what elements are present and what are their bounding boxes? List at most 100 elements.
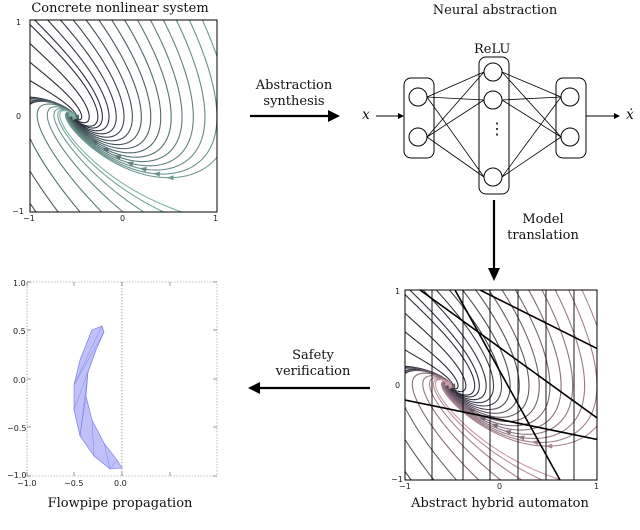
verification-label-line1: Safety — [292, 348, 334, 363]
network-edge — [501, 99, 562, 138]
flowpipe-ytick-1: 1.0 — [13, 279, 26, 288]
network-edge — [426, 99, 485, 138]
concrete-arrowhead — [73, 121, 81, 129]
synthesis-label-line2: synthesis — [263, 94, 325, 109]
output-xdot-label: ẋ — [626, 107, 634, 123]
partition-line — [405, 399, 597, 441]
synthesis-label-line1: Abstraction — [255, 78, 333, 93]
automaton-arrowhead — [503, 430, 512, 435]
flowpipe-hatch — [79, 371, 89, 437]
concrete-streamline — [30, 202, 37, 212]
neuron-node — [408, 87, 428, 107]
flowpipe-hatch — [103, 442, 111, 470]
partition-line — [479, 290, 597, 350]
verification-label-line2: verification — [275, 364, 351, 379]
flowpipe-ytick-2: 0.5 — [13, 327, 26, 336]
flowpipe-hatch — [79, 395, 87, 437]
flowpipe-ytick-4: −0.5 — [7, 424, 27, 433]
concrete-arrowhead — [81, 130, 89, 138]
flowpipe-ytick-5: −1.0 — [7, 471, 27, 480]
network-edge — [426, 96, 485, 101]
concrete-arrowhead — [102, 147, 110, 153]
concrete-xtick-mid: 0 — [120, 214, 126, 223]
network-edge — [426, 71, 485, 138]
neuron-node — [560, 127, 580, 147]
translation-label-line1: Model — [522, 212, 564, 227]
flowpipe-title: Flowpipe propagation — [47, 496, 193, 511]
concrete-arrowhead — [113, 155, 122, 160]
automaton-arrowhead — [491, 423, 499, 429]
concrete-system-title: Concrete nonlinear system — [31, 1, 209, 16]
flowpipe-hatch — [73, 325, 103, 386]
neuron-node — [408, 127, 428, 147]
flowpipe-hatch — [73, 349, 97, 411]
flowpipe-ytick-3: 0.0 — [13, 376, 26, 385]
network-edge — [501, 71, 562, 138]
automaton-arrowhead — [531, 440, 539, 445]
automaton-streamline — [405, 470, 412, 480]
flowpipe-hatch — [73, 331, 105, 386]
neuron-node — [483, 62, 503, 82]
network-edge — [426, 136, 485, 178]
automaton-arrowhead — [517, 435, 525, 441]
hidden-ellipsis: ⋮ — [489, 119, 505, 138]
automaton-ytick-top: 1 — [395, 287, 401, 296]
output-arrowhead — [614, 113, 620, 119]
concrete-arrowhead — [126, 161, 134, 167]
automaton-title: Abstract hybrid automaton — [411, 496, 589, 511]
layer-box — [555, 77, 587, 159]
translation-label: Model translation — [503, 212, 583, 244]
automaton-arrowhead — [449, 390, 457, 398]
concrete-ytick-bottom: −1 — [12, 207, 24, 216]
flowpipe-hatch — [91, 419, 95, 457]
network-edge — [501, 96, 562, 178]
automaton-xtick-right: 1 — [594, 482, 600, 491]
layer-box — [403, 77, 435, 159]
flowpipe-xtick-3: 0.0 — [114, 479, 127, 488]
automaton-arrowhead — [444, 381, 452, 387]
network-edge — [426, 71, 485, 98]
network-edge — [501, 71, 562, 98]
concrete-arrowhead — [166, 175, 174, 181]
concrete-ytick-mid: 0 — [16, 112, 22, 121]
automaton-xtick-mid: 0 — [497, 482, 503, 491]
network-edge — [501, 136, 562, 178]
flowpipe-hatch — [109, 459, 118, 470]
automaton-ytick-bottom: −1 — [391, 475, 403, 484]
network-edge — [501, 96, 562, 101]
layer-box — [478, 56, 510, 195]
synthesis-label: Abstraction synthesis — [248, 78, 340, 110]
flowpipe-xtick-1: −1.0 — [17, 479, 37, 488]
neural-abstraction-title: Neural abstraction — [432, 3, 558, 18]
neuron-node — [560, 87, 580, 107]
concrete-xtick-right: 1 — [213, 214, 219, 223]
input-x-label: x — [362, 107, 370, 123]
concrete-xtick-left: −1 — [23, 214, 35, 223]
flowpipe-region — [73, 325, 123, 470]
automaton-arrowhead — [479, 416, 487, 422]
concrete-arrowhead — [68, 112, 76, 117]
automaton-xtick-left: −1 — [399, 482, 411, 491]
verification-label: Safety verification — [265, 348, 361, 380]
input-arrowhead — [398, 113, 404, 119]
partition-line — [454, 290, 561, 480]
flowpipe-hatch — [79, 329, 93, 361]
relu-label: ReLU — [474, 42, 511, 57]
network-edge — [426, 96, 485, 178]
automaton-arrowhead — [545, 443, 553, 449]
translation-label-line2: translation — [507, 228, 579, 243]
neuron-node — [483, 167, 503, 187]
flowpipe-xtick-2: −0.5 — [64, 479, 84, 488]
concrete-arrowhead — [152, 171, 161, 177]
partition-line — [419, 290, 597, 419]
concrete-arrowhead — [139, 167, 147, 172]
neuron-node — [483, 90, 503, 110]
automaton-arrowhead — [457, 399, 466, 406]
